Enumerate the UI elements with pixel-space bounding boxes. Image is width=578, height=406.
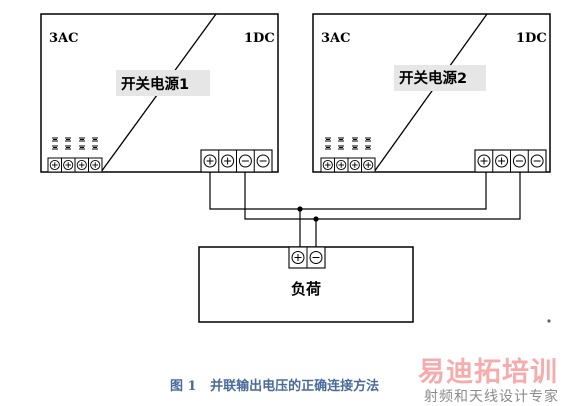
- minus-terminal-icon: [309, 251, 323, 264]
- watermark-slogan: 射频和天线设计专家: [424, 389, 559, 405]
- psu2-output-label: 1DC: [516, 31, 547, 46]
- watermark-logo: 易迪拓培训: [418, 357, 558, 388]
- psu2-name: 开关电源2: [399, 69, 467, 87]
- psu2-label-bg: [394, 65, 486, 91]
- psu1-name: 开关电源1: [121, 75, 189, 93]
- positive-wire-psu1: [209, 172, 487, 210]
- terminal-screw-icon: [49, 159, 101, 171]
- psu1-output-label: 1DC: [244, 31, 275, 46]
- negative-junction-dot: [313, 216, 319, 222]
- psu2-ac-terminal-block: [320, 137, 376, 173]
- positive-junction-dot: [297, 206, 303, 212]
- psu2-input-label: 3AC: [321, 31, 350, 46]
- psu1-ac-terminal-block: [47, 137, 103, 173]
- psu1-label-bg: [116, 70, 210, 96]
- terminal-screw-icon: [322, 159, 374, 171]
- minus-terminal-icon: [238, 154, 252, 168]
- plus-terminal-icon: [495, 154, 509, 168]
- minus-terminal-icon: [530, 154, 544, 168]
- terminal-mark-icon: [325, 137, 371, 150]
- plus-terminal-icon: [221, 154, 235, 168]
- psu1-dc-terminal-block: [200, 149, 273, 173]
- terminal-mark-icon: [52, 137, 98, 150]
- negative-wire-psu1: [244, 172, 521, 220]
- load-box: 负荷: [198, 246, 414, 323]
- psu1-input-label: 3AC: [49, 31, 78, 46]
- plus-terminal-icon: [203, 154, 217, 168]
- load-name: 负荷: [291, 280, 321, 298]
- decorative-dot: [547, 319, 551, 323]
- load-terminal-block: [288, 246, 326, 269]
- psu2-dc-terminal-block: [474, 149, 547, 173]
- psu2-box: 3AC 1DC 开关电源2: [312, 13, 551, 173]
- plus-terminal-icon: [477, 154, 491, 168]
- wiring: [209, 172, 521, 247]
- minus-terminal-icon: [256, 154, 270, 168]
- plus-terminal-icon: [291, 251, 305, 264]
- figure-caption: 图 1 并联输出电压的正确连接方法: [170, 378, 379, 394]
- minus-terminal-icon: [512, 154, 526, 168]
- psu2-divider: [373, 13, 488, 173]
- psu1-box: 3AC 1DC 开关电源1: [40, 13, 279, 173]
